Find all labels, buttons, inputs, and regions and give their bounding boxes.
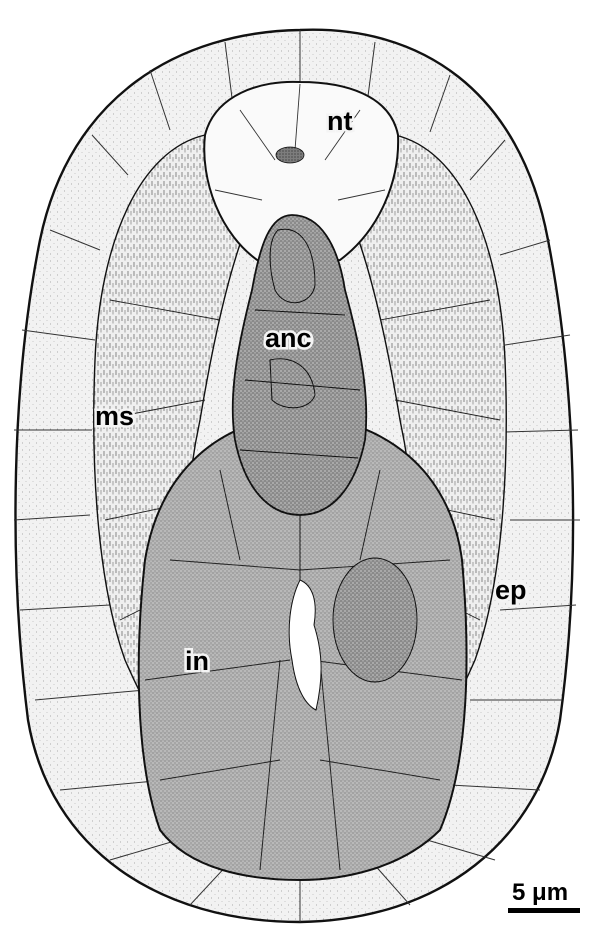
label-ms: ms <box>95 401 134 431</box>
label-in: in <box>185 646 209 676</box>
label-ep: ep <box>495 575 527 605</box>
label-anc: anc <box>265 323 312 353</box>
scale-bar-label: 5 μm <box>512 879 568 906</box>
label-nt: nt <box>327 106 352 136</box>
scale-bar-line <box>508 908 580 913</box>
scale-bar: 5 μm <box>508 879 580 913</box>
